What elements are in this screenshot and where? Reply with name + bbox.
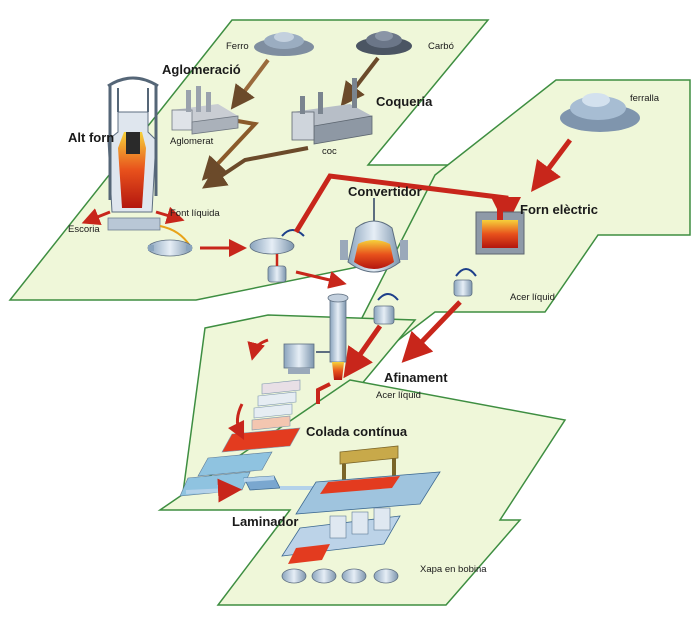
flow-ferralla-to-forn (531, 138, 572, 192)
label-forn-electric: Forn elèctric (520, 202, 598, 217)
flow-to-afinament (343, 324, 383, 379)
label-laminador: Laminador (232, 514, 298, 529)
ferro-ore-pile (254, 32, 314, 56)
convertidor-vessel (340, 198, 408, 273)
carbo-coal-pile (356, 31, 412, 55)
ladle-torpedo-2 (249, 237, 295, 255)
label-coqueria: Coqueria (376, 94, 433, 109)
ladle-small-1 (267, 254, 287, 283)
coqueria-plant (291, 78, 373, 145)
afinament-vessel (316, 293, 349, 380)
rolling-mill (281, 445, 441, 564)
label-aglomeracio: Aglomeració (162, 62, 241, 77)
forn-electric (475, 196, 525, 255)
label-coc: coc (322, 146, 337, 157)
label-carbo: Carbó (428, 41, 454, 52)
label-font-liquida: Font líquida (170, 208, 220, 219)
curved-flow-casting (227, 403, 245, 441)
ladle-small-3 (373, 305, 395, 325)
pour-arrow-2 (455, 268, 477, 277)
label-afinament: Afinament (384, 370, 448, 385)
blast-furnace (107, 76, 161, 231)
flow-loop-to-forn-electric (293, 173, 521, 234)
continuous-casting-ladle (283, 343, 315, 374)
flow-to-convertidor (295, 270, 347, 289)
aglomeracio-plant (171, 86, 239, 135)
flow-to-casting (316, 382, 331, 404)
raw-material-flows (201, 56, 380, 189)
label-acer-liquid-center: Acer líquid (376, 390, 421, 401)
slab-transfer (185, 475, 318, 503)
label-convertidor: Convertidor (348, 184, 422, 199)
pour-arrow-4 (247, 338, 269, 361)
torpedo-car (147, 239, 193, 257)
label-aglomerat: Aglomerat (170, 136, 214, 147)
steel-coils (281, 568, 399, 584)
ladle-small-2 (453, 279, 473, 297)
label-acer-liquid-right: Acer líquid (510, 292, 555, 303)
label-xapa-en-bobina: Xapa en bobina (420, 564, 487, 575)
label-ferro: Ferro (226, 41, 249, 52)
label-escoria: Escoria (68, 224, 100, 235)
label-ferralla: ferralla (630, 93, 660, 104)
ferralla-scrap-pile (560, 93, 640, 132)
label-colada-continua: Colada contínua (306, 424, 408, 439)
pour-arrow-1 (281, 229, 305, 237)
label-alt-forn: Alt forn (68, 130, 114, 145)
pour-arrow-3 (377, 293, 399, 301)
flow-acer-liquid-electric (401, 300, 462, 363)
